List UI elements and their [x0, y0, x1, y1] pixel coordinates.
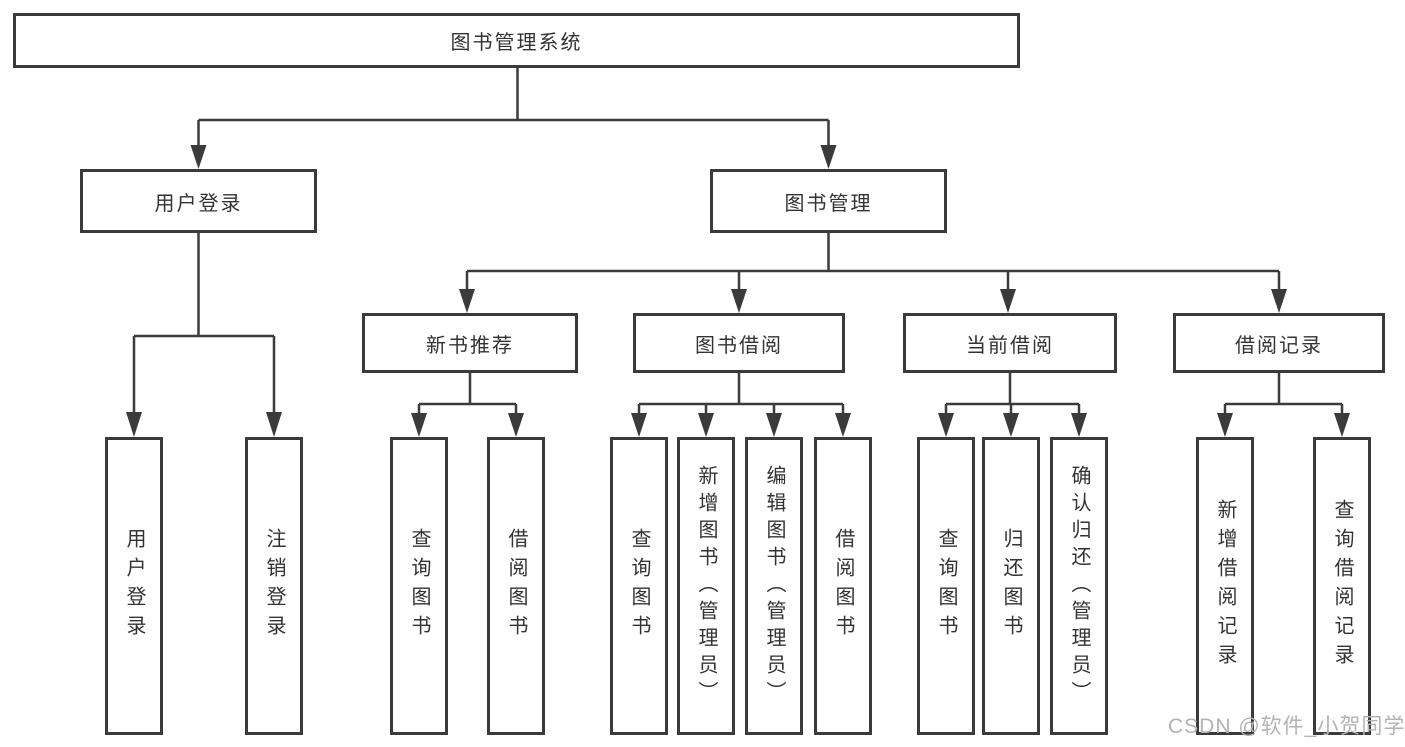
- leaf-borrow-edit-books-admin: 编辑图书（管理员）: [745, 437, 803, 735]
- leaf-logout-login: 注销登录: [245, 437, 303, 735]
- connector-current-borrow-to-leaves: [938, 373, 1087, 437]
- leaf-user-login: 用户登录: [105, 437, 163, 735]
- leaf-rec-query-books-label: 查询图书: [408, 528, 430, 644]
- node-borrow-record: 借阅记录: [1173, 313, 1385, 373]
- csdn-watermark: CSDN @软件_小贺同学: [1168, 715, 1405, 738]
- leaf-current-query-books: 查询图书: [917, 437, 975, 735]
- leaf-record-query-record-label: 查询借阅记录: [1331, 499, 1353, 673]
- leaf-current-confirm-return-admin: 确认归还（管理员）: [1050, 437, 1108, 735]
- connector-book-borrow-to-leaves: [631, 373, 851, 437]
- connector-root-to-level2: [190, 68, 837, 169]
- node-root: 图书管理系统: [13, 13, 1020, 68]
- node-book-mgmt-label: 图书管理: [784, 192, 873, 215]
- leaf-rec-borrow-books-label: 借阅图书: [505, 528, 527, 644]
- leaf-borrow-query-books-label: 查询图书: [628, 528, 650, 644]
- leaf-borrow-add-books-admin-label: 新增图书（管理员）: [695, 464, 717, 708]
- node-root-label: 图书管理系统: [450, 32, 583, 54]
- leaf-rec-borrow-books: 借阅图书: [487, 437, 545, 735]
- node-book-borrow-label: 图书借阅: [695, 334, 783, 357]
- node-book-borrow: 图书借阅: [633, 313, 845, 373]
- leaf-logout-login-label: 注销登录: [263, 528, 285, 644]
- leaf-record-add-record-label: 新增借阅记录: [1214, 499, 1236, 673]
- leaf-record-query-record: 查询借阅记录: [1313, 437, 1371, 735]
- leaf-borrow-query-books: 查询图书: [610, 437, 668, 735]
- node-user-login: 用户登录: [80, 169, 317, 233]
- leaf-borrow-edit-books-admin-label: 编辑图书（管理员）: [763, 464, 785, 708]
- node-new-book-rec-label: 新书推荐: [426, 334, 514, 357]
- leaf-record-add-record: 新增借阅记录: [1196, 437, 1254, 735]
- leaf-rec-query-books: 查询图书: [390, 437, 448, 735]
- node-user-login-label: 用户登录: [154, 192, 243, 215]
- leaf-borrow-borrow-books-label: 借阅图书: [832, 528, 854, 644]
- node-new-book-rec: 新书推荐: [362, 313, 578, 373]
- leaf-current-query-books-label: 查询图书: [935, 528, 957, 644]
- leaf-current-return-books-label: 归还图书: [1000, 528, 1022, 644]
- connector-new-book-rec-to-leaves: [411, 373, 524, 437]
- node-current-borrow: 当前借阅: [903, 313, 1117, 373]
- leaf-current-return-books: 归还图书: [982, 437, 1040, 735]
- leaf-current-confirm-return-admin-label: 确认归还（管理员）: [1068, 464, 1090, 708]
- leaf-borrow-add-books-admin: 新增图书（管理员）: [677, 437, 735, 735]
- node-current-borrow-label: 当前借阅: [966, 334, 1054, 357]
- leaf-user-login-label: 用户登录: [123, 528, 145, 644]
- leaf-borrow-borrow-books: 借阅图书: [814, 437, 872, 735]
- connector-user-login-to-leaves: [126, 233, 282, 437]
- node-borrow-record-label: 借阅记录: [1235, 334, 1323, 357]
- connector-borrow-record-to-leaves: [1217, 373, 1350, 437]
- node-book-mgmt: 图书管理: [710, 169, 947, 233]
- connector-book-mgmt-to-level3: [459, 233, 1287, 313]
